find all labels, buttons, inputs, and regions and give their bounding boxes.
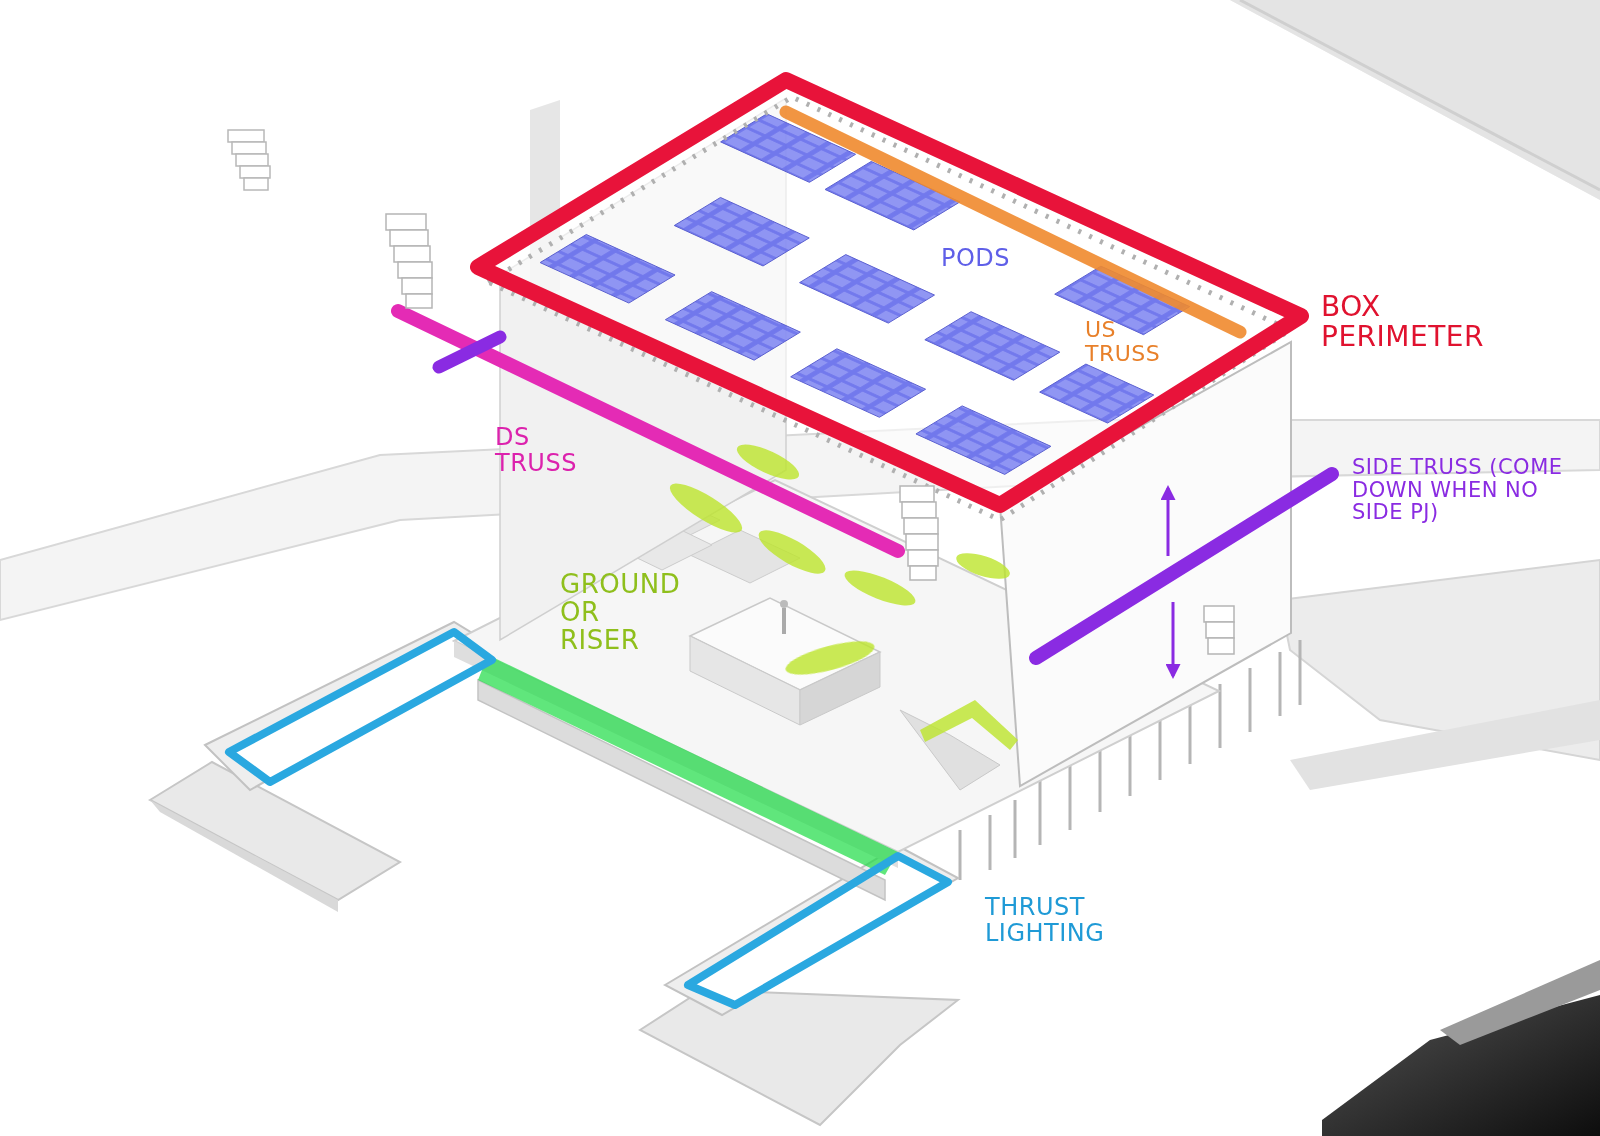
speaker-arrays <box>906 534 938 550</box>
box-walls <box>478 80 1301 505</box>
audience-pods <box>540 235 675 304</box>
stage-floor <box>690 636 800 725</box>
stage-legs <box>1189 700 1192 764</box>
stage-legs <box>1279 652 1282 716</box>
stage-legs <box>959 830 962 880</box>
us-truss-label: US TRUSS <box>1085 318 1177 366</box>
stage-legs <box>1129 732 1132 796</box>
ground-riser-highlights <box>953 548 1012 584</box>
speaker-arrays <box>386 214 426 230</box>
speaker-arrays <box>904 518 938 534</box>
stage-legs <box>1299 640 1302 705</box>
audience-pods <box>800 255 935 324</box>
stage-legs <box>1159 716 1162 780</box>
stage-legs <box>1014 800 1017 858</box>
arena-ground <box>228 130 264 142</box>
thrust-lighting <box>229 632 492 782</box>
thrust-walkway <box>640 990 958 1125</box>
front-wash <box>478 655 898 875</box>
arena-ground <box>240 166 270 178</box>
audience-pods <box>721 114 856 183</box>
thrust-walkway <box>688 856 948 1005</box>
ground-riser-label: GROUND OR RISER <box>560 570 678 654</box>
ds-truss-label: DS TRUSS <box>495 425 591 477</box>
truss-highlights <box>398 311 898 551</box>
thrust-walkway <box>665 846 958 1015</box>
stage-legs <box>989 815 992 870</box>
truss-highlights <box>786 112 1240 332</box>
travel-arrows <box>1172 602 1175 676</box>
speaker-arrays <box>902 502 936 518</box>
thrust-lighting-label: THRUST LIGHTING <box>985 895 1145 947</box>
speaker-arrays <box>1204 606 1234 622</box>
audience-pods <box>916 406 1051 475</box>
arena-ground <box>1440 960 1600 1045</box>
arena-ground <box>232 142 266 154</box>
speaker-arrays <box>1208 638 1234 654</box>
stage-legs <box>1099 748 1102 812</box>
audience-pods <box>674 197 809 266</box>
thrust-lighting <box>229 632 948 1005</box>
ground-riser-highlights <box>753 523 831 582</box>
arena-ground <box>236 154 268 166</box>
speaker-arrays <box>406 294 432 308</box>
truss-highlights <box>1036 474 1332 658</box>
box-walls <box>478 80 1301 786</box>
ground-riser-highlights <box>664 476 748 541</box>
arena-ground <box>1230 0 1600 200</box>
travel-arrows <box>1168 488 1173 676</box>
speaker-arrays <box>390 230 428 246</box>
arena-ground <box>1240 0 1600 190</box>
speaker-arrays <box>394 246 430 262</box>
thrust-lighting <box>688 856 948 1005</box>
truss-highlights <box>439 337 500 367</box>
truss-highlights <box>478 80 1301 505</box>
side-truss-label: SIDE TRUSS (COME DOWN WHEN NO SIDE PJ) <box>1352 456 1588 524</box>
arena-ground <box>1290 700 1600 790</box>
speaker-arrays <box>386 214 1234 654</box>
arena-ground <box>228 130 270 190</box>
pods-label: PODS <box>941 246 1051 272</box>
stage-legs <box>1069 765 1072 830</box>
stage-floor <box>780 600 788 608</box>
speaker-arrays <box>398 262 432 278</box>
stage-legs <box>1219 684 1222 748</box>
thrust-walkway <box>150 800 338 912</box>
stage-legs <box>1039 780 1042 845</box>
ground-riser-highlights <box>920 700 1018 750</box>
speaker-arrays <box>910 566 936 580</box>
ground-riser-highlights <box>664 438 1018 750</box>
stage-floor <box>782 608 786 634</box>
audience-pods <box>825 161 960 230</box>
ground-riser-highlights <box>782 635 877 682</box>
speaker-arrays <box>908 550 938 566</box>
stage-legs <box>1249 668 1252 732</box>
truss-highlights <box>398 80 1332 658</box>
speaker-arrays <box>1206 622 1234 638</box>
ground-riser-highlights <box>733 438 804 487</box>
speaker-arrays <box>402 278 432 294</box>
arena-ground <box>1322 995 1600 1136</box>
ground-riser-highlights <box>841 564 920 613</box>
audience-pods <box>925 312 1060 381</box>
box-perimeter-label: BOX PERIMETER <box>1321 292 1501 352</box>
arena-ground <box>244 178 268 190</box>
audience-pods <box>665 292 800 361</box>
audience-pods <box>791 349 926 418</box>
thrust-walkway <box>150 622 958 1125</box>
thrust-walkway <box>229 632 492 782</box>
speaker-arrays <box>900 486 934 502</box>
travel-arrows <box>1167 488 1170 556</box>
